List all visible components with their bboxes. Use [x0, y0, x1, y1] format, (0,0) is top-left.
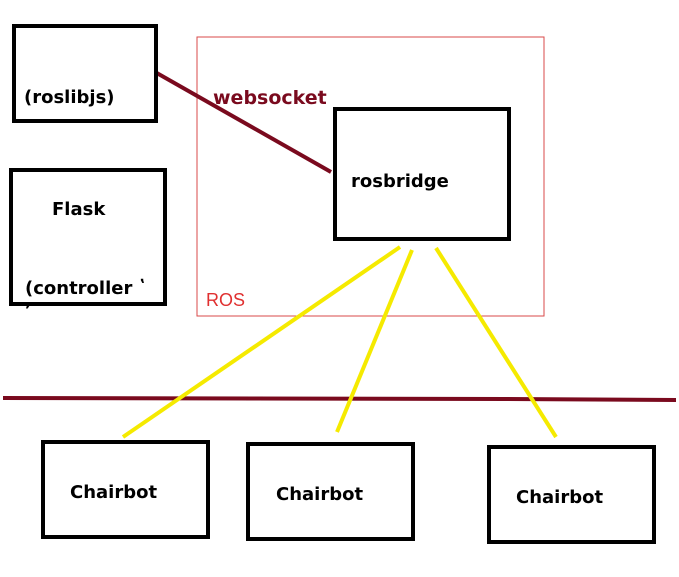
roslibjs-box	[12, 24, 158, 123]
rosbridge-label: rosbridge	[351, 171, 449, 192]
chairbot-label-2: Chairbot	[276, 484, 363, 505]
flask-box	[9, 168, 167, 306]
chairbot-label-3: Chairbot	[516, 487, 603, 508]
rosbridge-box	[333, 107, 511, 241]
websocket-label: websocket	[213, 87, 327, 109]
ros-region-label: ROS	[206, 290, 245, 310]
chairbot-box-1	[41, 440, 210, 539]
roslibjs-label: (roslibjs)	[24, 87, 115, 108]
chairbot-box-3	[487, 445, 656, 544]
flask-subtitle-tail: ʼ	[25, 300, 31, 319]
rosbridge-chairbot-link-1	[121, 245, 402, 439]
rosbridge-chairbot-link-3	[434, 246, 558, 439]
ros-region	[196, 36, 545, 317]
flask-title: Flask	[52, 199, 106, 220]
rosbridge-chairbot-link-2	[335, 249, 414, 433]
chairbot-box-2	[246, 442, 415, 541]
chairbot-label-1: Chairbot	[70, 482, 157, 503]
flask-subtitle: (controller ʽ	[25, 278, 145, 299]
websocket-link-line	[154, 70, 332, 174]
network-divider-line	[2, 396, 506, 401]
